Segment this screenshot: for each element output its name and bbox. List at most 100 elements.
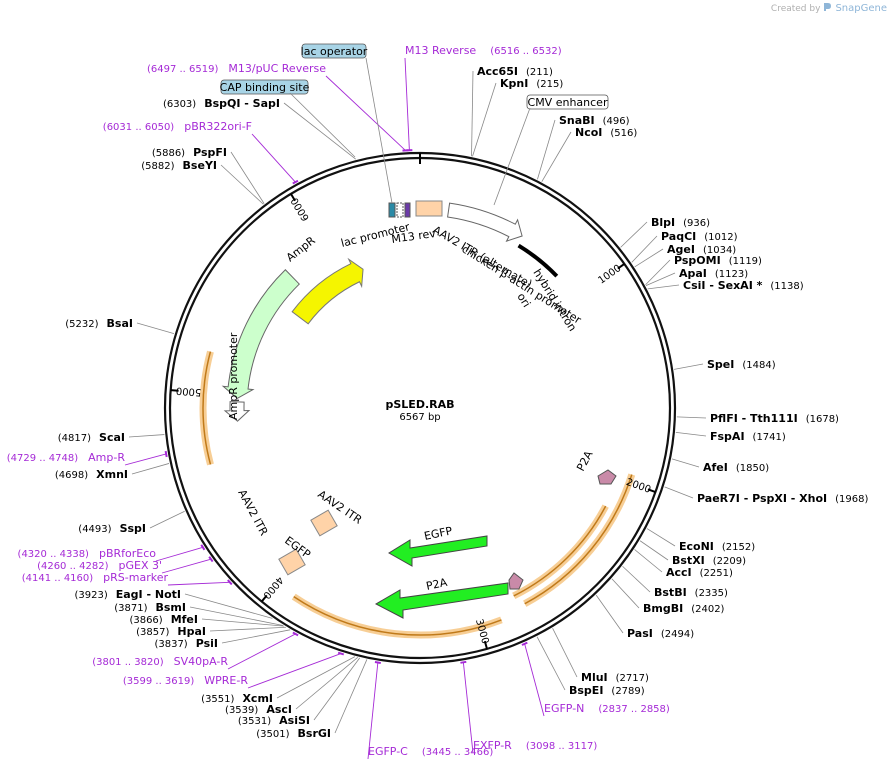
enzyme-position: (2335) <box>695 588 728 599</box>
boxed-feature-name: lac operator <box>301 45 368 58</box>
enzyme-position: (3551) <box>201 694 234 705</box>
primer-position: (2837 .. 2858) <box>598 704 670 715</box>
enzyme-position: (1484) <box>742 360 775 371</box>
tick-mark <box>170 389 179 392</box>
primer-name: SV40pA-R <box>174 655 229 668</box>
enzyme-position: (4493) <box>78 524 111 535</box>
boxed-feature-frame <box>301 43 367 59</box>
enzyme-position: (2717) <box>616 673 649 684</box>
enzyme-name: AscI <box>266 703 292 716</box>
enzyme-position: (2251) <box>700 568 733 579</box>
enzyme-site: PspFI(5886) <box>152 146 265 204</box>
orf-line-arc <box>202 351 212 465</box>
primer-leader-line <box>227 633 296 670</box>
primer-site: SV40pA-R (3801 .. 3820) <box>92 631 299 670</box>
enzyme-name: PasI <box>627 627 653 640</box>
feature-label: EGFP <box>423 524 454 543</box>
enzyme-leader-line <box>631 235 658 263</box>
enzyme-position: (3857) <box>136 627 169 638</box>
enzyme-leader-line <box>675 431 707 437</box>
enzyme-position: (1034) <box>703 245 736 256</box>
enzyme-leader-line <box>671 458 700 468</box>
enzyme-name: PaeR7I - PspXI - XhoI <box>697 492 827 505</box>
cap-site-leader <box>289 92 356 158</box>
enzyme-position: (1123) <box>715 269 748 280</box>
feature-label: AAV2 ITR <box>235 487 270 538</box>
enzyme-leader-line <box>472 82 497 157</box>
enzyme-name: BsmI <box>156 601 187 614</box>
enzyme-name: BseYI <box>183 159 217 172</box>
primer-name: Amp-R <box>88 451 125 464</box>
primer-leader-line <box>325 75 406 151</box>
m13-rev-box <box>404 202 411 218</box>
enzyme-site: XcmI(3551) <box>201 656 356 705</box>
primer-name: EGFP-C <box>368 745 408 758</box>
enzyme-leader-line <box>645 272 676 286</box>
enzyme-site: ScaI(4817) <box>58 431 165 444</box>
enzyme-site: NcoI(516) <box>541 126 637 182</box>
enzyme-position: (3539) <box>225 705 258 716</box>
enzyme-name: AsiSI <box>279 714 310 727</box>
enzyme-position: (1968) <box>835 494 868 505</box>
ampr-promoter-feature <box>223 401 251 422</box>
enzyme-leader-line <box>201 618 285 627</box>
enzyme-position: (3866) <box>129 615 162 626</box>
enzyme-leader-line <box>471 70 474 157</box>
enzyme-name: EcoNI <box>679 540 714 553</box>
enzyme-leader-line <box>149 510 185 529</box>
enzyme-site: AsiSI(3531) <box>238 657 361 727</box>
enzyme-position: (2209) <box>713 556 746 567</box>
enzyme-position: (3837) <box>154 639 187 650</box>
enzyme-site: BspEI(2789) <box>536 636 645 697</box>
enzyme-site: EagI - NotI(3923) <box>74 588 273 619</box>
primer-position: (3801 .. 3820) <box>92 657 164 668</box>
enzyme-name: FspAI <box>710 430 745 443</box>
enzyme-site: SspI(4493) <box>78 510 185 535</box>
orf-line-arc <box>293 596 502 636</box>
enzyme-position: (1138) <box>770 281 803 292</box>
primer-position: (4141 .. 4160) <box>22 573 94 584</box>
tick-label: 4000 <box>260 574 285 601</box>
enzyme-site: AccI(2251) <box>634 549 733 579</box>
orf-line-arc <box>524 474 633 605</box>
enzyme-site: FspAI(1741) <box>675 430 786 443</box>
enzyme-name: XmnI <box>96 468 128 481</box>
primer-position: (4320 .. 4338) <box>18 549 90 560</box>
primer-position: (6031 .. 6050) <box>103 122 175 133</box>
orf-glow-arc <box>523 473 636 607</box>
plasmid-name: pSLED.RAB <box>386 398 455 411</box>
enzyme-site: AfeI(1850) <box>671 458 769 474</box>
boxed-feature-label: lac operator <box>301 43 368 59</box>
primer-leader-line <box>251 133 296 183</box>
enzyme-leader-line <box>276 656 356 699</box>
primer-mark <box>164 450 168 458</box>
enzyme-leader-line <box>639 540 669 561</box>
enzyme-name: SpeI <box>707 358 734 371</box>
enzyme-site: PflFI - Tth111I(1678) <box>676 412 839 425</box>
enzyme-site: BstXI (2209) <box>639 540 746 567</box>
enzyme-leader-line <box>334 659 368 734</box>
enzyme-leader-line <box>552 627 578 678</box>
enzyme-name: PflFI - Tth111I <box>710 412 798 425</box>
enzyme-position: (936) <box>683 218 710 229</box>
enzyme-leader-line <box>611 578 640 609</box>
lac-operator-box <box>388 202 396 218</box>
enzyme-position: (215) <box>536 79 563 90</box>
enzyme-name: BmgBI <box>643 602 683 615</box>
primer-name: pGEX 3' <box>118 559 162 572</box>
primer-mark <box>337 651 345 656</box>
boxed-feature-label: CMV enhancer <box>526 94 609 110</box>
lac-promoter-box <box>396 202 404 218</box>
enzyme-position: (211) <box>526 67 553 78</box>
enzyme-site: BseYI (5882) <box>141 159 264 205</box>
enzyme-position: (5882) <box>141 161 174 172</box>
enzyme-site: MluI(2717) <box>552 627 649 684</box>
enzyme-site: BsaI(5232) <box>65 317 175 335</box>
enzyme-leader-line <box>646 528 676 547</box>
enzyme-name: BstXI <box>672 554 705 567</box>
boxed-feature-frame <box>220 79 309 95</box>
enzyme-leader-line <box>128 434 165 438</box>
enzyme-position: (1850) <box>736 463 769 474</box>
enzyme-leader-line <box>313 657 361 721</box>
